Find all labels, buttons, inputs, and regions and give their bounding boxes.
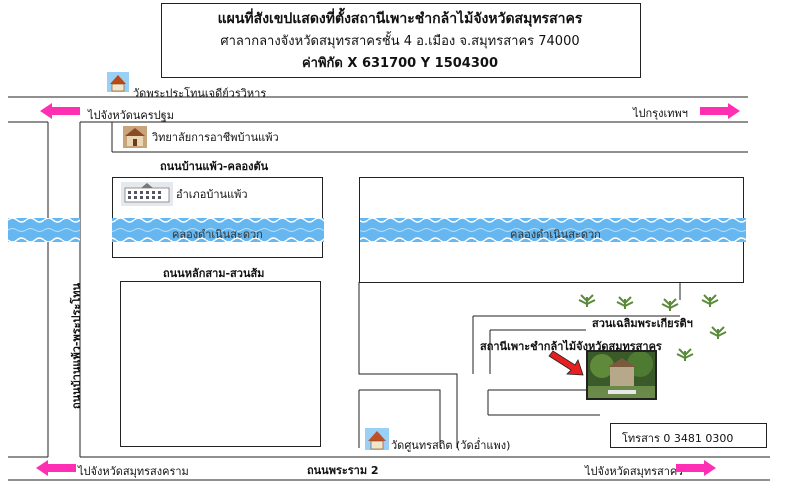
- arrow-right-icon: [700, 103, 740, 119]
- arrow-left-icon: [36, 460, 76, 476]
- college-label: วิทยาลัยการอาชีพบ้านแพ้ว: [152, 131, 279, 144]
- map-title: แผนที่สังเขปแสดงที่ตั้งสถานีเพาะชำกล้าไม…: [217, 11, 583, 27]
- road-label-laksam: ถนนหลักสาม-สวนส้ม: [163, 267, 265, 280]
- title-box: [161, 3, 641, 78]
- phone-text: โทรสาร 0 3481 0300: [622, 432, 734, 445]
- canal-label-right: คลองดำเนินสะดวก: [510, 228, 601, 241]
- pointer-arrow-icon: [548, 350, 584, 376]
- canal-water: [8, 218, 746, 242]
- road-label-bangkok: ไปกรุงเทพฯ: [633, 107, 688, 120]
- park-label: สวนเฉลิมพระเกียรติฯ: [592, 317, 693, 330]
- road-label-rama2: ถนนพระราม 2: [307, 464, 379, 477]
- temple-icon: [107, 72, 129, 96]
- phone-box: [610, 423, 767, 448]
- nursery-label: สถานีเพาะชำกล้าไม้จังหวัดสมุทรสาคร: [480, 340, 662, 353]
- road-label-banphaeo-khlongdan: ถนนบ้านแพ้ว-คลองตัน: [160, 160, 269, 173]
- temple-bottom-label: วัดศูนทรสถิต (วัดอ่ำแพง): [391, 439, 511, 452]
- address-text: ศาลากลางจังหวัดสมุทรสาครชั้น 4 อ.เมือง จ…: [220, 34, 580, 49]
- road-label-samutsongkhram: ไปจังหวัดสมุทรสงคราม: [78, 465, 189, 478]
- arrow-right-icon: [676, 460, 716, 476]
- district-office-icon: [121, 182, 173, 210]
- temple-icon: [365, 428, 389, 454]
- canal-label-left: คลองดำเนินสะดวก: [172, 228, 263, 241]
- college-icon: [123, 126, 147, 152]
- district-office-label: อำเภอบ้านแพ้ว: [176, 188, 248, 201]
- coordinates-text: ค่าพิกัด X 631700 Y 1504300: [301, 56, 498, 71]
- road-label-vertical: ถนนบ้านแพ้ว-พระประโทน: [70, 282, 83, 409]
- nursery-photo: [586, 350, 657, 400]
- tree-icon: [578, 294, 727, 361]
- road-label-nakhonpathom: ไปจังหวัดนครปฐม: [88, 109, 174, 122]
- road-label-samutsakhon: ไปจังหวัดสมุทรสาคร: [585, 465, 684, 478]
- arrow-left-icon: [40, 103, 80, 119]
- block-lower-left: [120, 281, 321, 447]
